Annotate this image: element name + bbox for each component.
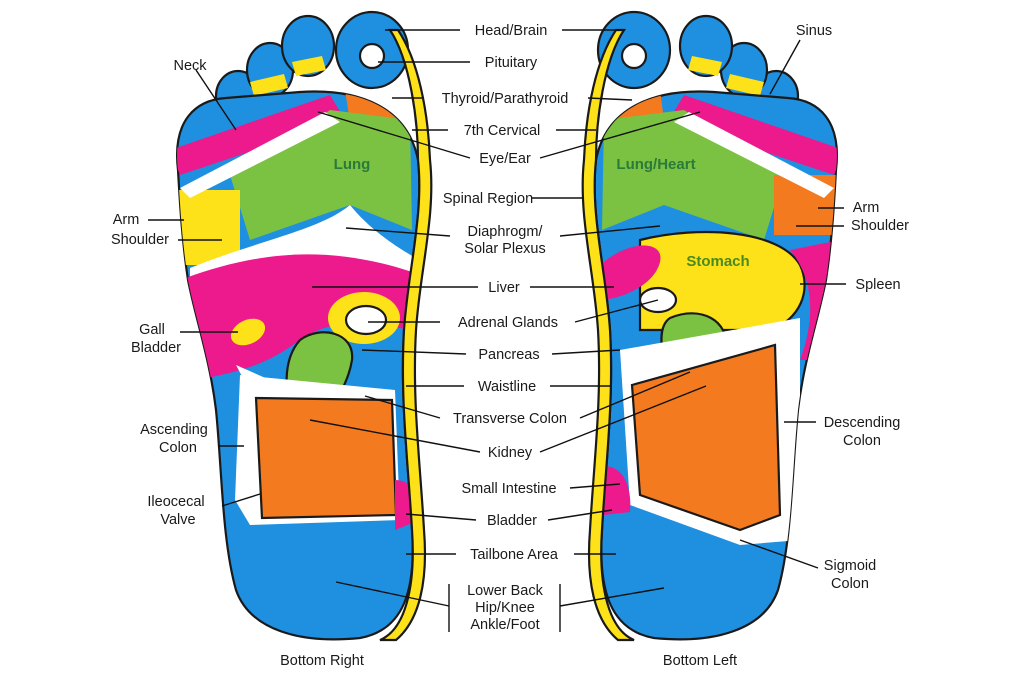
label-descending: Descending (824, 415, 901, 431)
label-cervical: 7th Cervical (464, 123, 541, 139)
label-liver: Liver (488, 280, 520, 296)
pituitary-point-right (358, 42, 386, 70)
label-diaphragm: Diaphrogm/ (468, 224, 544, 240)
label-lower-back: Lower Back (467, 583, 544, 599)
label-ileocecal-valve: Valve (160, 512, 195, 528)
label-ankle-foot: Ankle/Foot (470, 617, 539, 633)
label-arm-right: Arm (853, 200, 880, 216)
label-shoulder-right: Shoulder (851, 218, 909, 234)
label-head-brain: Head/Brain (475, 23, 548, 39)
center-labels: Head/Brain Pituitary Thyroid/Parathyroid… (442, 23, 569, 633)
label-ascending-colon: Colon (159, 440, 197, 456)
label-solar-plexus: Solar Plexus (464, 241, 545, 257)
right-side-labels: Sinus Arm Shoulder Spleen Descending Col… (663, 23, 909, 669)
label-sinus: Sinus (796, 23, 832, 39)
label-hip-knee: Hip/Knee (475, 600, 535, 616)
label-spleen: Spleen (855, 277, 900, 293)
label-thyroid: Thyroid/Parathyroid (442, 91, 569, 107)
label-eye-ear: Eye/Ear (479, 151, 531, 167)
label-sigmoid: Sigmoid (824, 558, 876, 574)
stomach-region-label: Stomach (686, 253, 749, 270)
label-kidney: Kidney (488, 445, 533, 461)
label-tailbone: Tailbone Area (470, 547, 559, 563)
label-bladder: Bladder (487, 513, 537, 529)
label-neck: Neck (173, 58, 207, 74)
label-sigmoid-colon: Colon (831, 576, 869, 592)
label-ascending: Ascending (140, 422, 208, 438)
leader-lines (148, 29, 846, 632)
label-shoulder-left: Shoulder (111, 232, 169, 248)
label-descending-colon: Colon (843, 433, 881, 449)
label-gall-bladder: Bladder (131, 340, 181, 356)
label-bottom-left: Bottom Left (663, 653, 737, 669)
label-adrenal: Adrenal Glands (458, 315, 558, 331)
lung-region-label: Lung (334, 156, 371, 173)
pituitary-point-left (620, 42, 648, 70)
label-pancreas: Pancreas (478, 347, 539, 363)
right-foot (175, 10, 433, 642)
lung-heart-region-label: Lung/Heart (616, 156, 695, 173)
label-bottom-right: Bottom Right (280, 653, 364, 669)
label-transverse-colon: Transverse Colon (453, 411, 567, 427)
label-pituitary: Pituitary (485, 55, 538, 71)
label-arm-left: Arm (113, 212, 140, 228)
label-spinal: Spinal Region (443, 191, 533, 207)
label-ileocecal: Ileocecal (147, 494, 204, 510)
label-waistline: Waistline (478, 379, 536, 395)
left-side-labels: Neck Arm Shoulder Gall Bladder Ascending… (111, 58, 364, 669)
label-small-intestine: Small Intestine (461, 481, 556, 497)
left-foot (581, 10, 839, 642)
label-gall: Gall (139, 322, 165, 338)
